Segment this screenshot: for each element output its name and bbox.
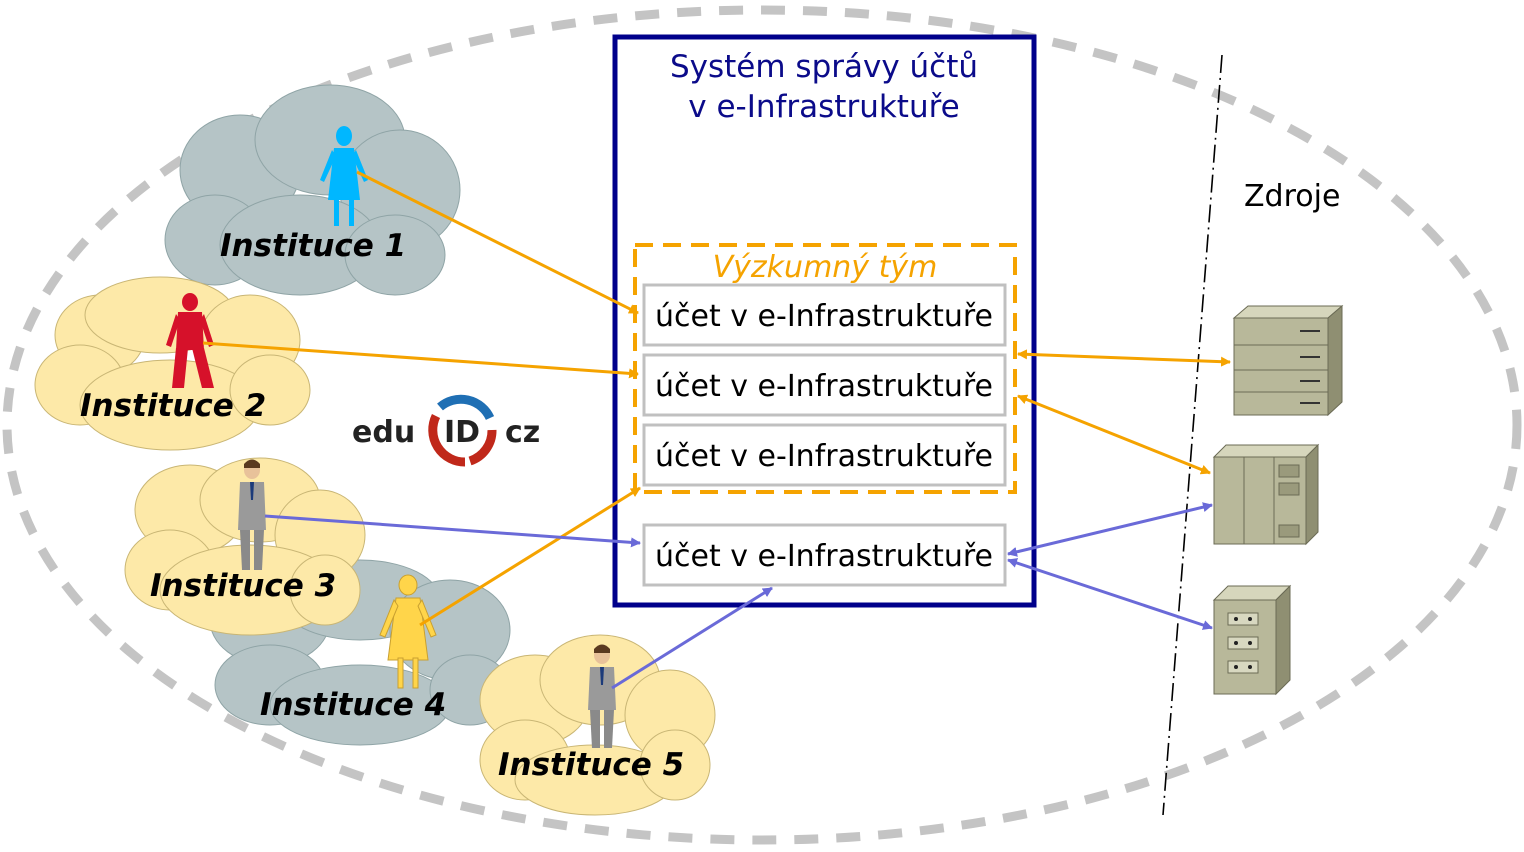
- label-instituce-2: Instituce 2: [80, 388, 266, 424]
- person-instituce-4: [379, 574, 437, 689]
- federation-boundary: [2, 5, 1522, 845]
- account-box-1: účet v e-Infrastruktuře: [642, 283, 1007, 347]
- account-label-2: účet v e-Infrastruktuře: [655, 369, 993, 404]
- server-2-icon: [1212, 443, 1320, 546]
- cloud-instituce-2: [34, 276, 311, 451]
- label-instituce-4: Instituce 4: [260, 687, 446, 723]
- label-instituce-3: Instituce 3: [150, 568, 336, 604]
- account-label-3: účet v e-Infrastruktuře: [655, 439, 993, 474]
- label-instituce-5: Instituce 5: [498, 747, 684, 783]
- account-label-1: účet v e-Infrastruktuře: [655, 299, 993, 334]
- eduid-logo: edu ID cz: [352, 394, 540, 467]
- arrow-inst4-to-team: [419, 486, 641, 627]
- arrow-account4-server2: [1007, 502, 1213, 557]
- cloud-instituce-5: [479, 634, 716, 816]
- arrow-inst1-to-account1: [356, 170, 639, 315]
- logo-text-id: ID: [444, 415, 480, 450]
- account-label-4: účet v e-Infrastruktuře: [655, 539, 993, 574]
- resources-label: Zdroje: [1244, 179, 1340, 214]
- account-box-3: účet v e-Infrastruktuře: [642, 423, 1007, 487]
- research-team-label: Výzkumný tým: [713, 250, 938, 285]
- server-3-icon: [1212, 584, 1292, 696]
- account-box-2: účet v e-Infrastruktuře: [642, 353, 1007, 417]
- account-box-4: účet v e-Infrastruktuře: [642, 523, 1007, 587]
- person-instituce-5: [588, 644, 616, 748]
- arrow-inst3-to-account4: [264, 514, 641, 548]
- logo-text-cz: cz: [505, 415, 540, 450]
- system-title-line2: v e-Infrastruktuře: [688, 89, 960, 125]
- system-title-line1: Systém správy účtů: [670, 49, 978, 85]
- label-instituce-1: Instituce 1: [220, 228, 406, 264]
- server-1-icon: [1232, 304, 1344, 417]
- resource-divider-line: [1162, 54, 1223, 816]
- logo-text-edu: edu: [352, 415, 415, 450]
- arrow-team-server1: [1017, 349, 1231, 367]
- cloud-instituce-1: [164, 84, 461, 296]
- arrow-inst2-to-account2: [202, 341, 639, 379]
- arrow-account4-server3: [1007, 558, 1213, 630]
- arrow-inst5-to-account4: [611, 586, 773, 690]
- arrow-team-server2: [1017, 394, 1211, 475]
- person-instituce-3: [238, 459, 266, 570]
- person-instituce-2: [166, 293, 214, 388]
